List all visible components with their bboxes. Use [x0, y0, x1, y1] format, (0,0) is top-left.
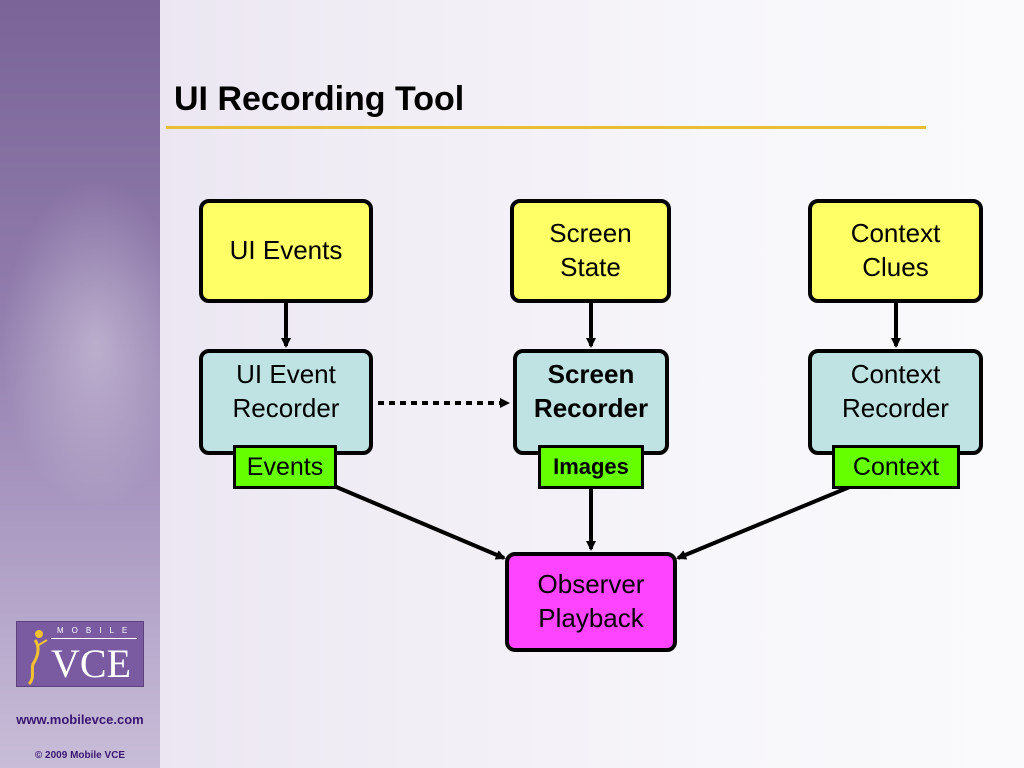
tag-images: Images	[538, 445, 644, 489]
slide-title: UI Recording Tool	[174, 80, 465, 118]
mobile-vce-logo: MOBILE VCE	[16, 621, 144, 687]
node-screen-recorder: Screen Recorder	[513, 349, 669, 455]
arrow-events-to-playback	[333, 484, 506, 560]
arrow-context-to-playback	[676, 484, 853, 560]
node-ui-event-recorder-label: UI Event Recorder	[232, 359, 340, 423]
node-observer-playback-label: Observer Playback	[537, 569, 645, 633]
node-ui-events: UI Events	[199, 199, 373, 303]
footer-url-link[interactable]: www.mobilevce.com	[16, 712, 144, 727]
logo-divider	[51, 638, 137, 639]
node-ui-event-recorder: UI Event Recorder	[199, 349, 373, 455]
node-screen-recorder-label: Screen Recorder	[533, 359, 649, 423]
tag-images-label: Images	[553, 454, 629, 479]
tag-context-label: Context	[852, 452, 940, 481]
node-context-recorder: Context Recorder	[808, 349, 983, 455]
tag-context: Context	[832, 445, 960, 489]
logo-top-text: MOBILE	[57, 626, 136, 635]
node-screen-state: Screen State	[510, 199, 671, 303]
node-observer-playback: Observer Playback	[505, 552, 677, 652]
sidebar-background-image	[0, 180, 160, 510]
node-context-recorder-label: Context Recorder	[842, 359, 949, 423]
node-context-clues: Context Clues	[808, 199, 983, 303]
node-screen-state-label: Screen State	[549, 218, 632, 282]
figure-icon	[27, 630, 48, 686]
node-ui-events-label: UI Events	[229, 235, 343, 266]
tag-events-label: Events	[246, 452, 324, 481]
node-context-clues-label: Context Clues	[850, 218, 941, 282]
tag-events: Events	[233, 445, 337, 489]
title-underline	[166, 126, 926, 129]
logo-main-text: VCE	[51, 641, 131, 686]
footer-copyright: © 2009 Mobile VCE	[34, 750, 126, 761]
